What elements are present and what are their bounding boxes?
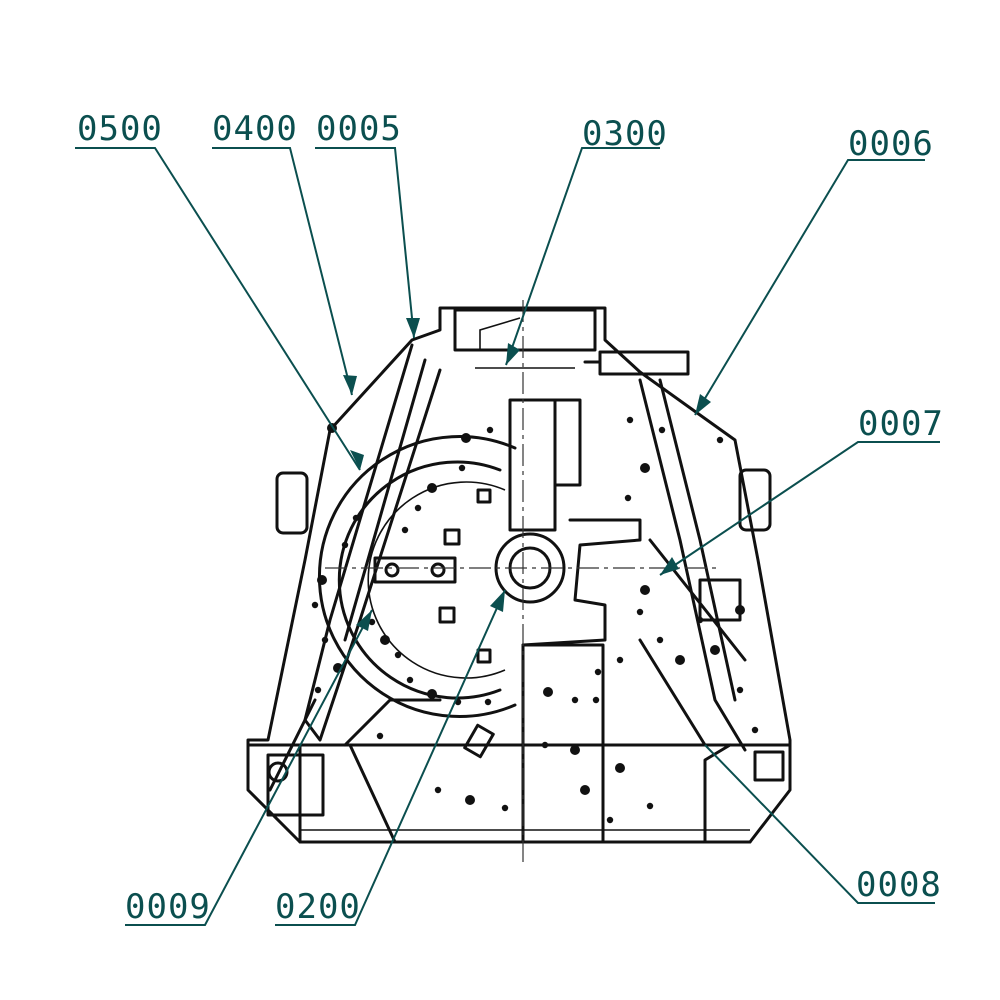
bolt-dot [571, 696, 579, 704]
bolt-dot [626, 416, 634, 424]
callout-0400: 0400 [212, 109, 298, 149]
bolt-dot [541, 741, 549, 749]
callout-0200: 0200 [275, 887, 361, 927]
left-handle [275, 471, 309, 535]
bolt-dot [735, 605, 745, 615]
bolt-dot [656, 636, 664, 644]
bolt-dot [624, 494, 632, 502]
callout-0300: 0300 [582, 114, 668, 154]
bolt-dot [486, 426, 494, 434]
bolt-dot [484, 698, 492, 706]
bolt-dots [311, 416, 759, 824]
bolt-dot [543, 687, 553, 697]
bolt-dot [427, 483, 437, 493]
rotor-outer-arc [318, 435, 517, 718]
bolt-dot [414, 504, 422, 512]
right-handle [738, 468, 772, 532]
leader-0007 [659, 441, 940, 576]
bolt-dot [580, 785, 590, 795]
leader-0009 [125, 609, 373, 926]
bolt-dot [401, 526, 409, 534]
bolt-dot [636, 608, 644, 616]
bolt-dot [616, 656, 624, 664]
bolt-dot [317, 575, 327, 585]
bolt-dot [406, 676, 414, 684]
bolt-dot [394, 651, 402, 659]
callout-0008: 0008 [856, 865, 942, 905]
feed-hopper [453, 308, 597, 352]
bolt-dot [675, 655, 685, 665]
door-panel [303, 343, 442, 742]
bolt-dot [592, 696, 600, 704]
bolt-dot [458, 464, 466, 472]
housing-left-outline [246, 306, 525, 844]
leader-0005 [315, 147, 415, 339]
bolt-dot [368, 618, 376, 626]
bolt-dot [696, 616, 704, 624]
bolt-dot [615, 763, 625, 773]
bolt-dot [427, 689, 437, 699]
bolt-dot [314, 686, 322, 694]
bolt-dot [376, 732, 384, 740]
bolt-dot [640, 585, 650, 595]
bolt-dot [501, 804, 509, 812]
leader-0500 [75, 147, 361, 471]
bolt-dot [321, 636, 329, 644]
bolt-dot [311, 601, 319, 609]
bolt-dot [640, 463, 650, 473]
leader-0006 [694, 159, 925, 416]
bolt-dot [380, 635, 390, 645]
hammer-arm [373, 556, 457, 584]
bolt-dot [352, 514, 360, 522]
bolt-dot [570, 745, 580, 755]
bolt-dot [465, 795, 475, 805]
leader-0008 [704, 744, 935, 904]
bolt-dot [461, 433, 471, 443]
bolt-dot [434, 786, 442, 794]
callout-0005: 0005 [316, 109, 402, 149]
leader-0400 [212, 147, 353, 396]
centerlines [325, 300, 720, 862]
housing-right-outline [521, 306, 792, 844]
leader-lines [75, 147, 940, 926]
leader-0300 [505, 147, 660, 366]
bolt-dot [736, 686, 744, 694]
callout-0009: 0009 [125, 887, 211, 927]
bolt-dot [658, 426, 666, 434]
bolt-dot [646, 802, 654, 810]
leader-0200 [275, 589, 506, 926]
callout-labels: 0500 0400 0005 0300 0006 0007 0009 0200 … [77, 109, 944, 927]
bolt-dot [341, 541, 349, 549]
callout-0006: 0006 [848, 124, 934, 164]
bolt-dot [751, 726, 759, 734]
machine-body [246, 306, 792, 844]
callout-0007: 0007 [858, 404, 944, 444]
hydraulic-cylinder [598, 350, 690, 376]
bolt-dot [594, 668, 602, 676]
bolt-dot [716, 436, 724, 444]
callout-0500: 0500 [77, 109, 163, 149]
bolt-dot [710, 645, 720, 655]
bolt-dot [606, 816, 614, 824]
